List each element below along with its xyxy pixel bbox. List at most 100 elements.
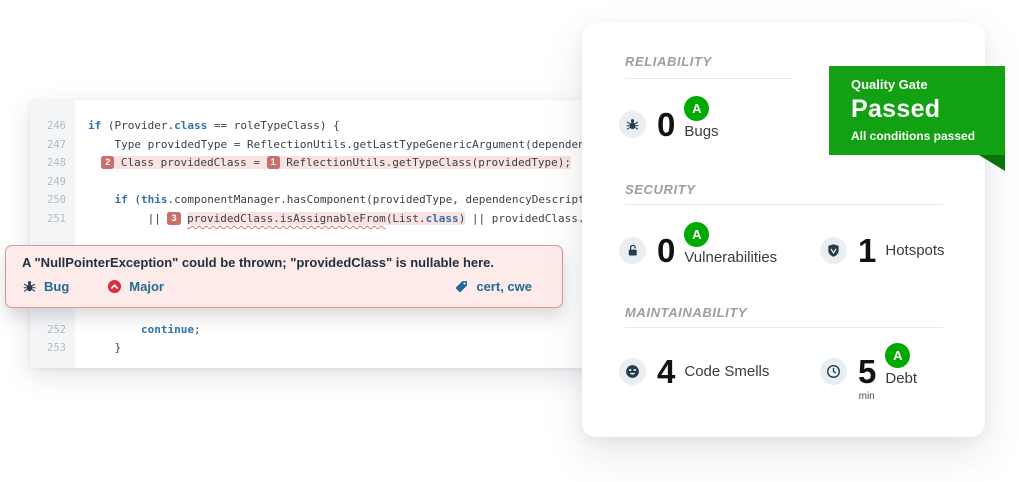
issue-type[interactable]: Bug bbox=[22, 279, 69, 294]
code-text: 2 Class providedClass = 1 ReflectionUtil… bbox=[75, 154, 572, 173]
rating-badge[interactable]: A bbox=[883, 341, 913, 370]
line-number[interactable]: 246 bbox=[47, 120, 66, 132]
issue-annotation[interactable]: A "NullPointerException" could be thrown… bbox=[5, 245, 563, 308]
section-title: RELIABILITY bbox=[625, 54, 712, 69]
code-token: } bbox=[88, 341, 122, 355]
issue-type-label[interactable]: Bug bbox=[44, 279, 70, 294]
code-token: || bbox=[88, 211, 168, 225]
metric-value: 4 bbox=[657, 352, 675, 390]
code-token bbox=[279, 156, 287, 170]
code-line[interactable]: 247 Type providedType = ReflectionUtils.… bbox=[30, 136, 590, 155]
metric-label: Vulnerabilities bbox=[684, 249, 778, 266]
issue-message: A "NullPointerException" could be thrown… bbox=[22, 255, 495, 270]
quality-gate-subtitle: All conditions passed bbox=[851, 129, 976, 143]
metric-value: 0 bbox=[657, 105, 675, 143]
code-token bbox=[88, 323, 141, 336]
code-token: Type providedType = ReflectionUtils.getL… bbox=[88, 137, 590, 151]
code-token: if bbox=[114, 193, 128, 207]
section-divider bbox=[625, 204, 943, 205]
line-number[interactable]: 250 bbox=[47, 194, 66, 207]
code-token: ReflectionUtils.getTypeClass(providedTyp… bbox=[286, 156, 572, 170]
code-text bbox=[75, 173, 88, 192]
section-title: MAINTAINABILITY bbox=[625, 305, 748, 320]
quality-gate-title: Quality Gate bbox=[851, 77, 928, 92]
code-line[interactable]: 249 bbox=[30, 173, 590, 192]
issue-severity-label[interactable]: Major bbox=[129, 279, 164, 294]
code-token: continue bbox=[140, 322, 194, 336]
issue-tags-label[interactable]: cert, cwe bbox=[476, 279, 532, 294]
metric-value: 1 bbox=[858, 231, 876, 269]
section-title: SECURITY bbox=[625, 182, 696, 197]
shield-icon bbox=[820, 236, 847, 264]
metric-label: Code Smells bbox=[684, 362, 770, 380]
code-token: this bbox=[141, 193, 168, 207]
code-text: Type providedType = ReflectionUtils.getL… bbox=[75, 136, 590, 155]
code-token: Class providedClass = bbox=[120, 156, 267, 170]
lock-icon bbox=[619, 236, 646, 264]
code-line[interactable]: 246 if (Provider.class == roleTypeClass) … bbox=[30, 117, 590, 136]
metric-label: Debt bbox=[885, 370, 918, 387]
code-line[interactable]: 251 || 3 providedClass.isAssignableFrom(… bbox=[30, 210, 590, 229]
quality-gate-badge: Quality Gate Passed All conditions passe… bbox=[829, 66, 1005, 155]
code-token bbox=[88, 156, 101, 169]
severity-major-icon bbox=[107, 279, 122, 294]
issue-location-badge[interactable]: 1 bbox=[266, 156, 280, 170]
issue-location-badge[interactable]: 3 bbox=[167, 211, 181, 225]
code-line[interactable]: 250 if (this.componentManager.hasCompone… bbox=[30, 191, 590, 210]
line-number[interactable]: 252 bbox=[47, 323, 66, 336]
section-divider bbox=[625, 78, 793, 79]
code-token: ; bbox=[193, 322, 201, 336]
code-token: == roleTypeClass) { bbox=[207, 119, 340, 132]
quality-gate-ribbon-fold bbox=[979, 155, 1005, 171]
issue-tags[interactable]: cert, cwe bbox=[454, 279, 546, 294]
metric-unit: min bbox=[858, 390, 875, 402]
metric-label: Bugs bbox=[684, 123, 719, 140]
code-text: continue; bbox=[75, 321, 201, 340]
line-number[interactable]: 251 bbox=[47, 212, 66, 225]
section-divider bbox=[625, 327, 943, 328]
code-line[interactable]: 248 2 Class providedClass = 1 Reflection… bbox=[30, 154, 590, 173]
code-text: || 3 providedClass.isAssignableFrom(List… bbox=[75, 210, 590, 229]
bug-icon bbox=[619, 110, 646, 138]
rating-badge[interactable]: A bbox=[682, 220, 712, 249]
code-token: (List. bbox=[385, 211, 426, 225]
line-number[interactable]: 249 bbox=[47, 175, 66, 188]
line-number[interactable]: 248 bbox=[47, 157, 66, 170]
metric-code-smells[interactable]: 4 Code Smells bbox=[619, 348, 769, 394]
code-smell-icon bbox=[619, 357, 646, 385]
quality-gate-status: Passed bbox=[851, 95, 941, 123]
metric-label: Hotspots bbox=[885, 241, 945, 259]
code-token: (Provider. bbox=[101, 119, 175, 132]
code-text: if (Provider.class == roleTypeClass) { bbox=[75, 117, 340, 136]
code-token: class bbox=[174, 119, 208, 132]
code-line[interactable]: 253 } bbox=[30, 339, 590, 358]
code-token: .componentManager.hasComponent(providedT… bbox=[167, 193, 591, 207]
code-text: } bbox=[75, 339, 121, 358]
code-line[interactable]: 252 continue; bbox=[30, 321, 590, 340]
bug-icon bbox=[22, 279, 37, 294]
code-token: class bbox=[425, 211, 459, 225]
tag-icon bbox=[454, 279, 469, 294]
metric-hotspots[interactable]: 1 Hotspots bbox=[820, 227, 945, 273]
clock-icon bbox=[820, 357, 847, 385]
metric-value: 0 bbox=[657, 231, 675, 269]
code-token bbox=[88, 193, 115, 206]
issue-severity[interactable]: Major bbox=[107, 279, 164, 294]
issue-location-badge[interactable]: 2 bbox=[101, 156, 115, 170]
issue-footer: Bug Major cert, cwe bbox=[22, 279, 546, 294]
line-number[interactable]: 253 bbox=[47, 342, 66, 355]
code-token: if bbox=[88, 119, 102, 132]
code-text: if (this.componentManager.hasComponent(p… bbox=[75, 191, 591, 210]
code-token bbox=[114, 156, 121, 170]
code-token: ) bbox=[458, 211, 466, 225]
line-number[interactable]: 247 bbox=[47, 138, 66, 151]
rating-badge[interactable]: A bbox=[682, 94, 712, 123]
